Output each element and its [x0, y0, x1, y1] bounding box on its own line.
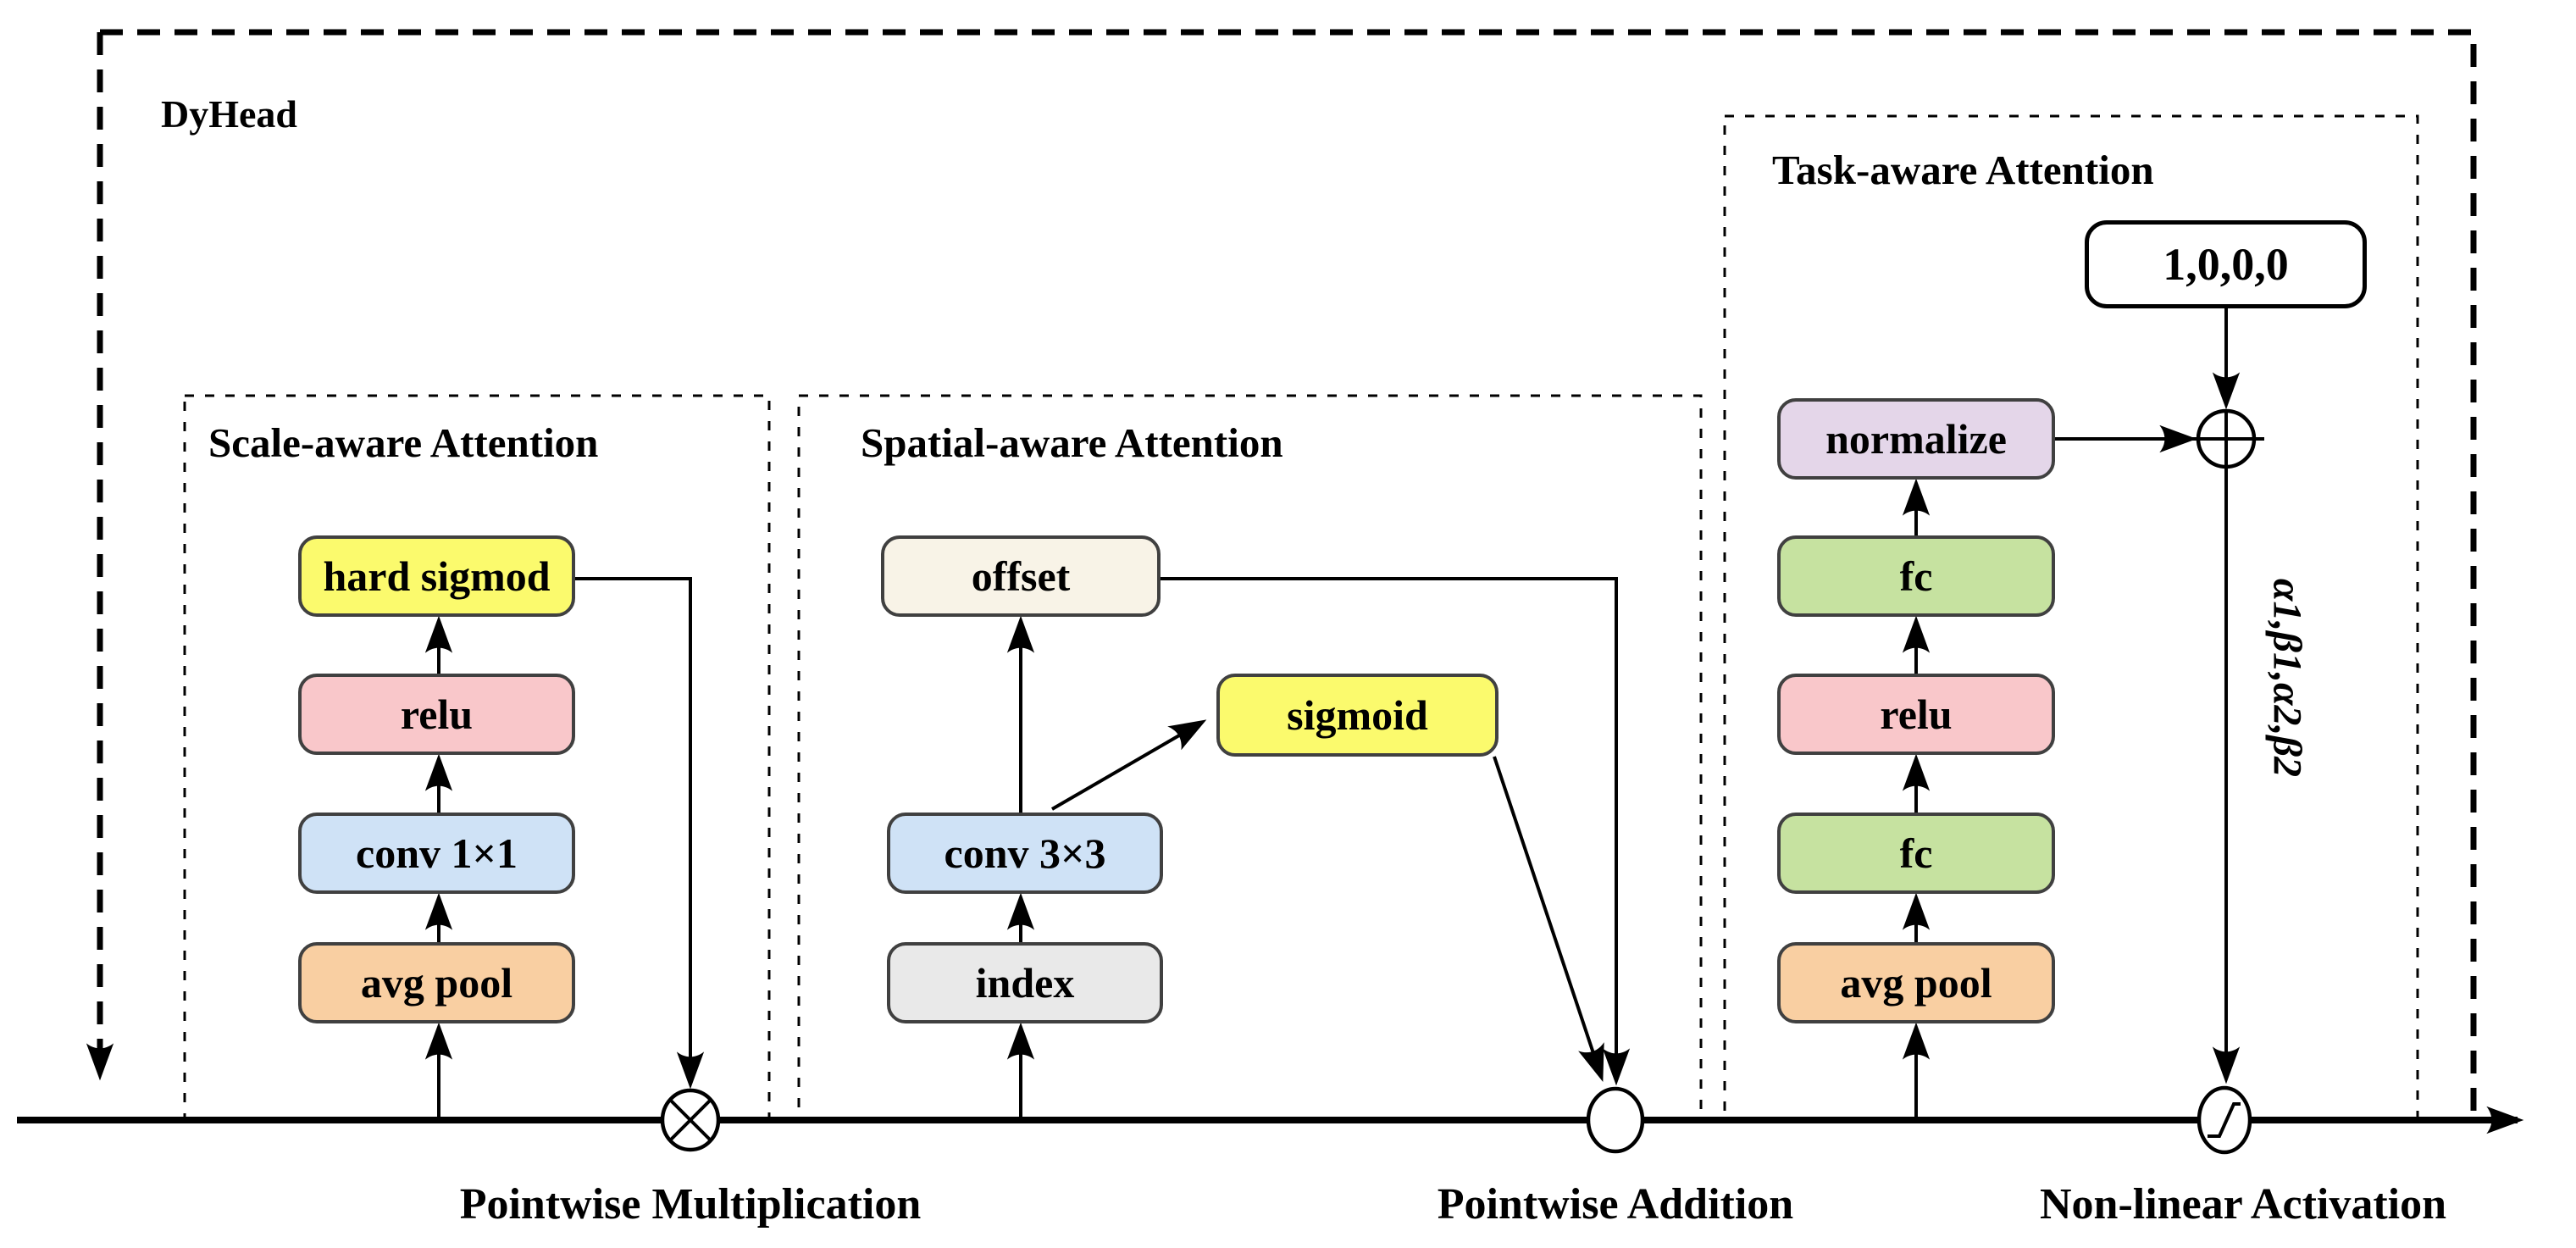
pointwise-addition-icon: [1586, 1086, 1645, 1154]
pointwise-multiplication-icon: [660, 1088, 721, 1152]
init-vector-box: 1,0,0,0: [2085, 220, 2367, 308]
legend-non-linear-activation: Non-linear Activation: [2039, 1180, 2447, 1229]
block-normalize: normalize: [1777, 398, 2055, 480]
block-index-label: index: [975, 959, 1075, 1007]
block-task-fc-lower-label: fc: [1899, 829, 1933, 877]
page-title: DyHead: [161, 92, 297, 136]
arrow-sigmoid-to-addition: [1493, 756, 1604, 1082]
block-offset: offset: [881, 535, 1161, 617]
block-scale-avgpool-label: avg pool: [360, 959, 513, 1007]
task-module-box: [1723, 114, 2419, 1122]
scale-module-title: Scale-aware Attention: [208, 419, 599, 466]
block-task-avgpool-label: avg pool: [1840, 959, 1992, 1007]
block-conv3x3: conv 3×3: [887, 813, 1163, 894]
arrow-offset-to-addition: [1161, 577, 1631, 1086]
block-sigmoid: sigmoid: [1216, 674, 1499, 757]
block-conv1x1-label: conv 1×1: [356, 829, 518, 877]
block-offset-label: offset: [971, 552, 1071, 600]
block-hard-sigmod-label: hard sigmod: [323, 552, 551, 600]
block-task-fc-upper-label: fc: [1899, 552, 1933, 600]
init-vector-label: 1,0,0,0: [2163, 239, 2289, 290]
task-params-label: α1,β1,α2,β2: [2264, 578, 2310, 778]
block-task-avgpool: avg pool: [1777, 942, 2055, 1023]
legend-pointwise-addition: Pointwise Addition: [1437, 1180, 1794, 1229]
arrow-conv3x3-to-sigmoid: [1050, 719, 1207, 811]
block-scale-relu-label: relu: [400, 691, 474, 738]
arrow-hardsigmod-to-multiply: [575, 577, 705, 1090]
block-task-fc-upper: fc: [1777, 535, 2055, 617]
block-hard-sigmod: hard sigmod: [298, 535, 575, 617]
block-index: index: [887, 942, 1163, 1023]
block-conv1x1: conv 1×1: [298, 813, 575, 894]
block-conv3x3-label: conv 3×3: [944, 829, 1106, 877]
block-task-fc-lower: fc: [1777, 813, 2055, 894]
block-scale-relu: relu: [298, 674, 575, 755]
non-linear-activation-icon: [2197, 1085, 2252, 1155]
block-normalize-label: normalize: [1825, 415, 2007, 463]
task-module-title: Task-aware Attention: [1772, 147, 2154, 193]
block-task-relu: relu: [1777, 674, 2055, 755]
dyhead-border-top-right: [100, 29, 2477, 1117]
block-scale-avgpool: avg pool: [298, 942, 575, 1023]
legend-pointwise-multiplication: Pointwise Multiplication: [459, 1180, 922, 1229]
block-sigmoid-label: sigmoid: [1287, 691, 1428, 739]
circled-plus-icon: [2188, 408, 2264, 469]
scale-module-box: [183, 394, 771, 1122]
spatial-module-title: Spatial-aware Attention: [861, 419, 1283, 466]
block-task-relu-label: relu: [1880, 691, 1953, 738]
